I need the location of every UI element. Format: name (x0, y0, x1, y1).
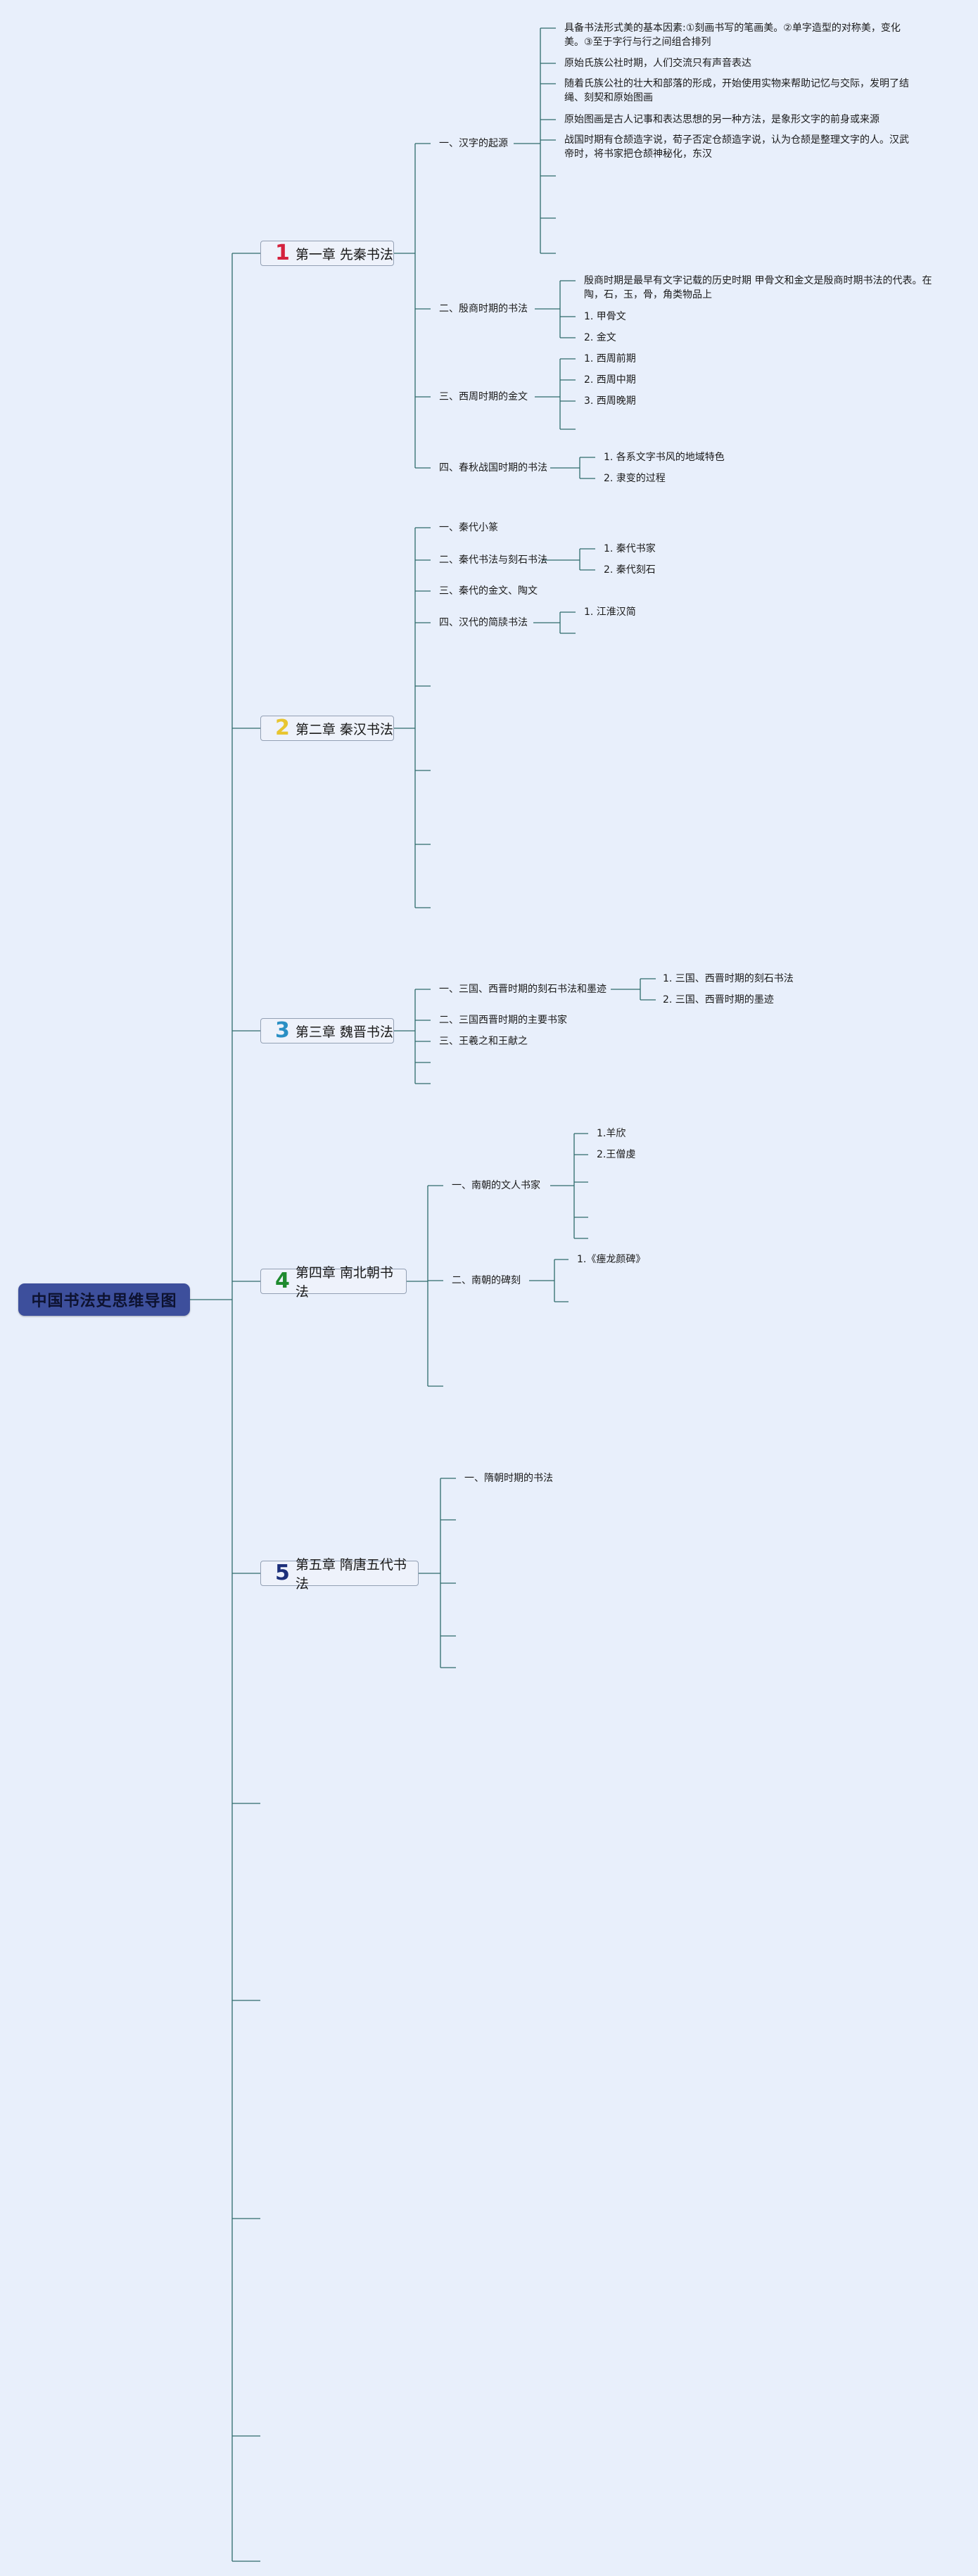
chapter-3-title: 第三章 魏晋书法 (295, 1024, 393, 1040)
ch3-section-3[interactable]: 三、王羲之和王献之 (439, 1036, 528, 1047)
ch2-s2-item-1[interactable]: 1. 秦代书家 (604, 543, 656, 554)
ch4-section-1[interactable]: 一、南朝的文人书家 (452, 1180, 540, 1191)
ch1-s1-item-2[interactable]: 原始氏族公社时期，人们交流只有声音表达 (564, 58, 751, 69)
chapter-4-title: 第四章 南北朝书法 (295, 1265, 393, 1300)
ch1-s3-item-1[interactable]: 1. 西周前期 (584, 353, 636, 364)
ch1-s1-item-3[interactable]: 随着氏族公社的壮大和部落的形成，开始使用实物来帮助记忆与交际，发明了结绳、刻契和… (564, 78, 909, 103)
ch1-s1-item-1[interactable]: 具备书法形式美的基本因素:①刻画书写的笔画美。②单字造型的对称美，变化美。③至于… (564, 23, 901, 48)
ch1-section-3[interactable]: 三、西周时期的金文 (439, 391, 528, 402)
ch1-s1-item-5[interactable]: 战国时期有仓颉造字说，荀子否定仓颉造字说，认为仓颉是整理文字的人。汉武帝时，将书… (564, 134, 909, 160)
ch1-s4-item-1[interactable]: 1. 各系文字书风的地域特色 (604, 452, 725, 463)
chapter-3-node[interactable]: 3 第三章 魏晋书法 (260, 1018, 394, 1043)
ch3-s1-item-1[interactable]: 1. 三国、西晋时期的刻石书法 (663, 973, 794, 984)
ch3-section-1[interactable]: 一、三国、西晋时期的刻石书法和墨迹 (439, 984, 607, 995)
ch1-s1-item-4[interactable]: 原始图画是古人记事和表达思想的另一种方法，是象形文字的前身或来源 (564, 114, 879, 125)
chapter-3-number: 3 (275, 1018, 290, 1043)
ch2-s2-item-2[interactable]: 2. 秦代刻石 (604, 564, 656, 576)
chapter-4-number: 4 (275, 1269, 290, 1293)
ch5-section-1[interactable]: 一、隋朝时期的书法 (464, 1473, 553, 1484)
ch1-section-2[interactable]: 二、殷商时期的书法 (439, 303, 528, 315)
root-node[interactable]: 中国书法史思维导图 (18, 1283, 190, 1316)
chapter-1-number: 1 (275, 241, 290, 265)
ch1-s3-item-3[interactable]: 3. 西周晚期 (584, 395, 636, 407)
ch1-s2-item-3[interactable]: 2. 金文 (584, 332, 616, 343)
chapter-2-node[interactable]: 2 第二章 秦汉书法 (260, 716, 394, 741)
ch4-s1-item-1[interactable]: 1.羊欣 (597, 1128, 626, 1139)
ch1-section-1[interactable]: 一、汉字的起源 (439, 138, 508, 149)
ch2-section-3[interactable]: 三、秦代的金文、陶文 (439, 585, 538, 597)
ch1-s4-item-2[interactable]: 2. 隶变的过程 (604, 473, 666, 484)
ch1-section-4[interactable]: 四、春秋战国时期的书法 (439, 462, 547, 474)
ch2-s4-item-1[interactable]: 1. 江淮汉简 (584, 607, 636, 618)
ch1-s3-item-2[interactable]: 2. 西周中期 (584, 374, 636, 386)
chapter-1-title: 第一章 先秦书法 (295, 246, 393, 262)
chapter-1-node[interactable]: 1 第一章 先秦书法 (260, 241, 394, 266)
chapter-4-node[interactable]: 4 第四章 南北朝书法 (260, 1265, 407, 1300)
ch3-s1-item-2[interactable]: 2. 三国、西晋时期的墨迹 (663, 994, 774, 1005)
chapter-5-title: 第五章 隋唐五代书法 (295, 1557, 407, 1592)
ch4-s1-item-2[interactable]: 2.王僧虔 (597, 1149, 636, 1160)
ch4-s2-item-1[interactable]: 1.《瘗龙颜碑》 (577, 1254, 646, 1265)
ch2-section-2[interactable]: 二、秦代书法与刻石书法 (439, 554, 547, 566)
ch3-section-2[interactable]: 二、三国西晋时期的主要书家 (439, 1015, 567, 1026)
root-title: 中国书法史思维导图 (31, 1293, 177, 1310)
chapter-5-node[interactable]: 5 第五章 隋唐五代书法 (260, 1557, 419, 1592)
chapter-2-title: 第二章 秦汉书法 (295, 721, 393, 737)
ch4-section-2[interactable]: 二、南朝的碑刻 (452, 1275, 521, 1286)
ch1-s2-item-1[interactable]: 殷商时期是最早有文字记载的历史时期 甲骨文和金文是殷商时期书法的代表。在陶，石，… (584, 275, 932, 300)
ch2-section-1[interactable]: 一、秦代小篆 (439, 522, 498, 533)
chapter-5-number: 5 (275, 1561, 290, 1585)
chapter-2-number: 2 (275, 716, 290, 740)
ch2-section-4[interactable]: 四、汉代的简牍书法 (439, 617, 528, 628)
ch1-s2-item-2[interactable]: 1. 甲骨文 (584, 311, 626, 322)
